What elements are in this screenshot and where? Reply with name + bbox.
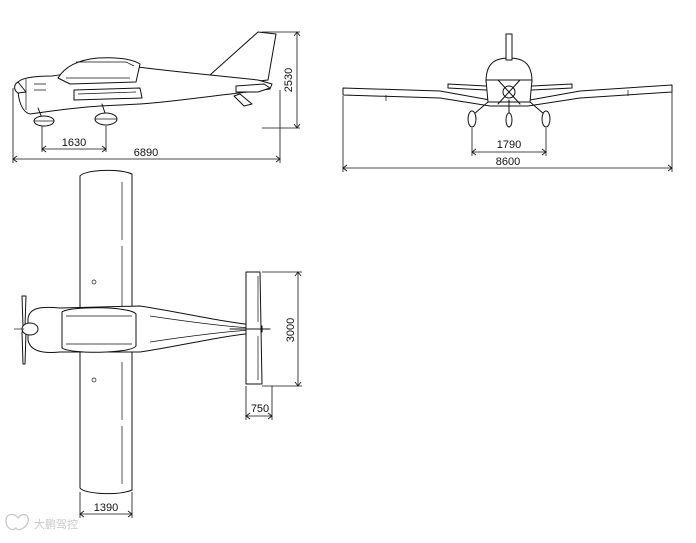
watermark: 大鹏驾控	[5, 513, 78, 531]
watermark-text: 大鹏驾控	[34, 517, 78, 531]
side-ventral-fin	[233, 93, 253, 107]
dimension-side-length: 6890	[12, 88, 281, 163]
watermark-logo-icon	[5, 513, 29, 531]
top-canopy	[61, 307, 137, 353]
front-gear	[467, 99, 551, 128]
side-canopy	[57, 57, 141, 85]
side-nose-gear	[33, 107, 55, 127]
side-length-label: 6890	[134, 147, 158, 159]
front-canopy	[485, 57, 533, 83]
dimension-top-tail-chord: 750	[245, 386, 273, 420]
top-view: 3000 750 1390	[14, 169, 302, 518]
side-wheel-label: 1630	[62, 137, 86, 149]
dimension-top-tail-span: 3000	[262, 271, 302, 387]
dimension-front-span: 8600	[342, 92, 673, 172]
side-view: 2530 1630 6890	[12, 31, 301, 163]
side-main-gear	[94, 103, 118, 126]
side-wing-root	[73, 87, 143, 101]
top-propeller	[14, 295, 39, 365]
front-span-label: 8600	[496, 156, 520, 168]
side-spinner	[14, 81, 27, 94]
dimension-top-wing-chord: 1390	[79, 492, 133, 518]
top-horizontal-tail	[245, 271, 263, 385]
dimension-side-height: 2530	[262, 31, 301, 129]
top-wing-chord-label: 1390	[94, 502, 118, 514]
side-horizontal-tail	[235, 83, 271, 93]
front-track-label: 1790	[497, 139, 521, 151]
dimension-front-track: 1790	[471, 128, 547, 156]
front-view: 1790 8600	[342, 33, 673, 172]
side-height-label: 2530	[283, 68, 295, 92]
top-tail-chord-label: 750	[251, 403, 269, 415]
side-vertical-tail	[209, 31, 277, 83]
dimension-side-wheel: 1630	[41, 126, 107, 153]
top-tail-span-label: 3000	[285, 318, 297, 342]
front-vertical-tail	[505, 33, 513, 61]
